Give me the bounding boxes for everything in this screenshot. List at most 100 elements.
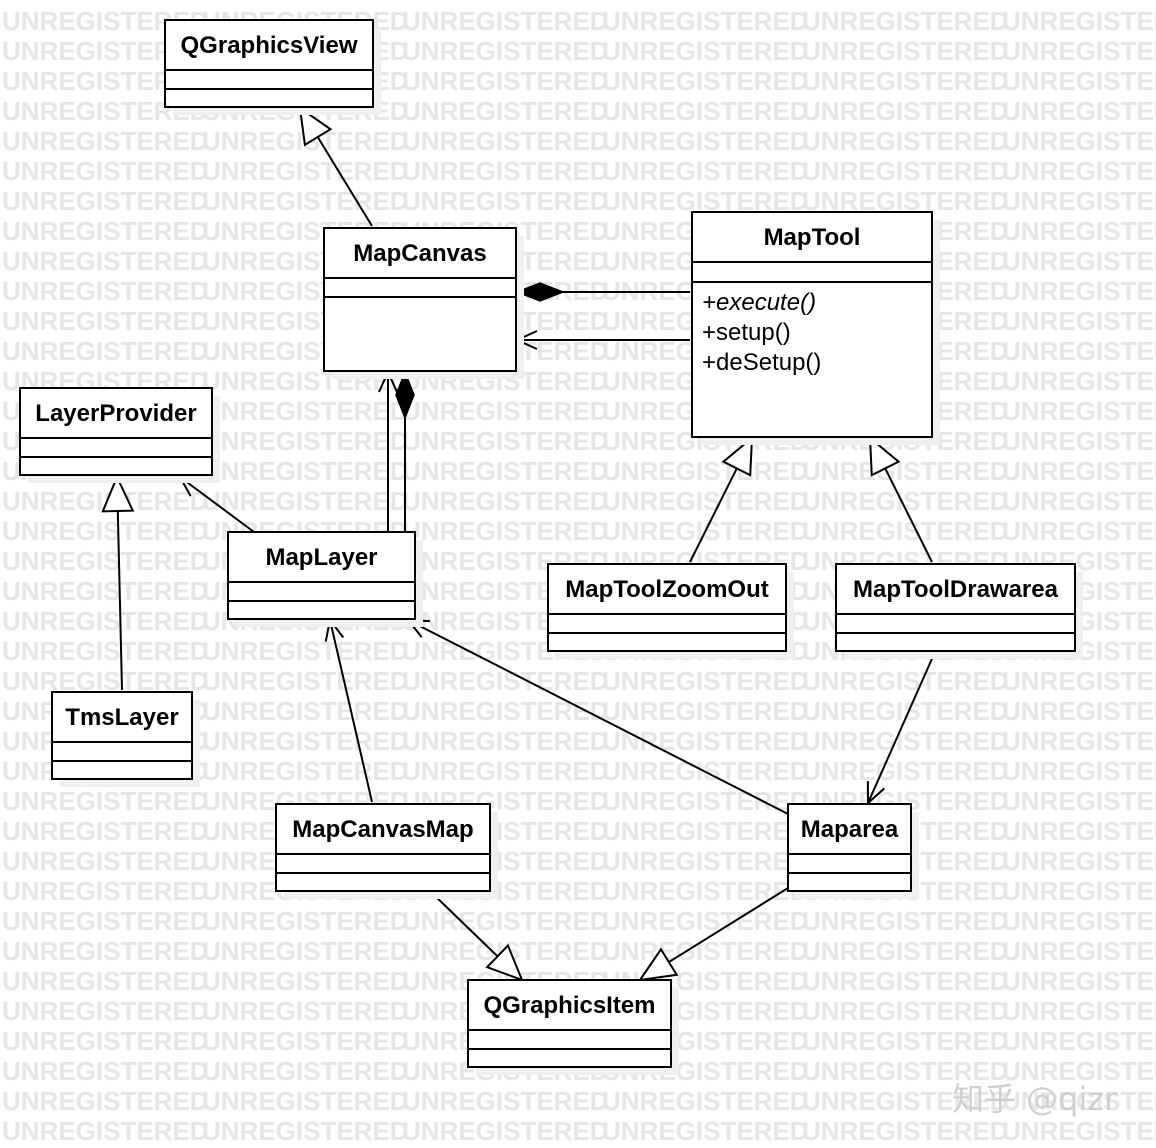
watermark-text: UNREGISTERED	[2, 996, 209, 1026]
watermark-text: UNREGISTERED	[802, 126, 1009, 156]
watermark-text: UNREGISTERED	[2, 576, 209, 606]
class-name: MapCanvas	[353, 240, 486, 267]
watermark-text: UNREGISTERED	[1002, 276, 1156, 306]
watermark-text: UNREGISTERED	[2, 126, 209, 156]
watermark-text: UNREGISTERED	[402, 486, 609, 516]
watermark-text: UNREGISTERED	[2, 276, 209, 306]
class-qgraphics-view[interactable]: QGraphicsView	[164, 19, 381, 115]
association-line	[867, 651, 936, 804]
class-map-tool[interactable]: MapTool+execute()+setup()+deSetup()	[691, 211, 940, 445]
watermark-text: UNREGISTERED	[602, 696, 809, 726]
watermark-text: UNREGISTERED	[1002, 1056, 1156, 1086]
watermark-text: UNREGISTERED	[1002, 906, 1156, 936]
class-qgraphics-item[interactable]: QGraphicsItem	[467, 979, 679, 1075]
watermark-text: UNREGISTERED	[1002, 456, 1156, 486]
watermark-text: UNREGISTERED	[202, 696, 409, 726]
watermark-text: UNREGISTERED	[402, 666, 609, 696]
watermark-text: UNREGISTERED	[402, 36, 609, 66]
watermark-text: UNREGISTERED	[202, 156, 409, 186]
watermark-text: UNREGISTERED	[1002, 786, 1156, 816]
watermark-text: UNREGISTERED	[802, 906, 1009, 936]
class-box	[691, 211, 933, 438]
filled-diamond	[395, 369, 415, 421]
class-map-tool-drawarea[interactable]: MapToolDrawarea	[835, 563, 1083, 659]
watermark-text: UNREGISTERED	[1002, 666, 1156, 696]
relation-drawarea-extends-maptool	[868, 435, 933, 563]
class-name: Maparea	[801, 816, 899, 843]
watermark-text: UNREGISTERED	[2, 186, 209, 216]
class-box	[164, 19, 374, 108]
watermark-text: UNREGISTERED	[602, 876, 809, 906]
watermark-text: UNREGISTERED	[802, 156, 1009, 186]
watermark-text: UNREGISTERED	[602, 96, 809, 126]
association-line	[179, 476, 255, 533]
watermark-text: UNREGISTERED	[402, 456, 609, 486]
watermark-text: UNREGISTERED	[602, 786, 809, 816]
generalization-line	[116, 510, 123, 691]
class-operation: +deSetup()	[702, 349, 821, 376]
watermark-text: UNREGISTERED	[602, 66, 809, 96]
watermark-text: UNREGISTERED	[1002, 726, 1156, 756]
watermark-text: UNREGISTERED	[802, 1026, 1009, 1056]
watermark-text: UNREGISTERED	[2, 516, 209, 546]
watermark-text: UNREGISTERED	[202, 1086, 409, 1116]
hollow-triangle-arrowhead	[637, 947, 679, 982]
class-operation: +execute()	[702, 289, 816, 316]
watermark-text: UNREGISTERED	[1002, 756, 1156, 786]
watermark-text: UNREGISTERED	[802, 66, 1009, 96]
class-name: MapTool	[764, 224, 861, 251]
class-map-canvas[interactable]: MapCanvas	[323, 227, 524, 379]
hollow-triangle-arrowhead	[298, 105, 333, 147]
class-name: MapLayer	[265, 544, 377, 571]
watermark-text: UNREGISTERED	[202, 1056, 409, 1086]
watermark-text: UNREGISTERED	[2, 336, 209, 366]
watermark-text: UNREGISTERED	[402, 6, 609, 36]
watermark-text: UNREGISTERED	[1002, 1116, 1156, 1146]
watermark-text: UNREGISTERED	[402, 906, 609, 936]
class-box	[323, 227, 517, 372]
watermark-text: UNREGISTERED	[802, 666, 1009, 696]
watermark-text: UNREGISTERED	[1002, 876, 1156, 906]
class-map-canvas-map[interactable]: MapCanvasMap	[275, 803, 498, 899]
watermark-text: UNREGISTERED	[602, 6, 809, 36]
watermark-text: UNREGISTERED	[202, 726, 409, 756]
watermark-text: UNREGISTERED	[2, 1086, 209, 1116]
class-layer-provider[interactable]: LayerProvider	[19, 387, 220, 483]
watermark-text: UNREGISTERED	[402, 756, 609, 786]
watermark-text: UNREGISTERED	[2, 816, 209, 846]
generalization-line	[316, 136, 373, 227]
watermark-text: UNREGISTERED	[802, 516, 1009, 546]
class-map-layer[interactable]: MapLayer	[227, 531, 423, 627]
watermark-text: UNREGISTERED	[2, 636, 209, 666]
watermark-text: UNREGISTERED	[2, 876, 209, 906]
watermark-text: UNREGISTERED	[2, 1056, 209, 1086]
watermark-text: UNREGISTERED	[802, 36, 1009, 66]
class-maparea[interactable]: Maparea	[787, 803, 919, 899]
class-box	[51, 691, 193, 780]
watermark-text: UNREGISTERED	[802, 696, 1009, 726]
watermark-text: UNREGISTERED	[2, 306, 209, 336]
watermark-text: UNREGISTERED	[602, 456, 809, 486]
watermark-text: UNREGISTERED	[402, 96, 609, 126]
watermark-text: UNREGISTERED	[1002, 846, 1156, 876]
watermark-text: UNREGISTERED	[2, 786, 209, 816]
watermark-text: UNREGISTERED	[202, 426, 409, 456]
watermark-text: UNREGISTERED	[202, 666, 409, 696]
class-box	[467, 979, 672, 1068]
class-name: QGraphicsItem	[483, 992, 655, 1019]
class-name: MapCanvasMap	[292, 816, 473, 843]
hollow-triangle-arrowhead	[101, 474, 135, 513]
watermark-text: UNREGISTERED	[402, 726, 609, 756]
watermark-text: UNREGISTERED	[1002, 396, 1156, 426]
class-box	[547, 563, 787, 652]
watermark-text: UNREGISTERED	[1002, 6, 1156, 36]
watermark-text: UNREGISTERED	[602, 726, 809, 756]
class-tms-layer[interactable]: TmsLayer	[51, 691, 200, 787]
watermark-text: UNREGISTERED	[802, 456, 1009, 486]
watermark-text: UNREGISTERED	[602, 1116, 809, 1146]
watermark-text: UNREGISTERED	[402, 396, 609, 426]
watermark-text: UNREGISTERED	[1002, 936, 1156, 966]
watermark-text: UNREGISTERED	[2, 936, 209, 966]
class-map-tool-zoom-out[interactable]: MapToolZoomOut	[547, 563, 794, 659]
